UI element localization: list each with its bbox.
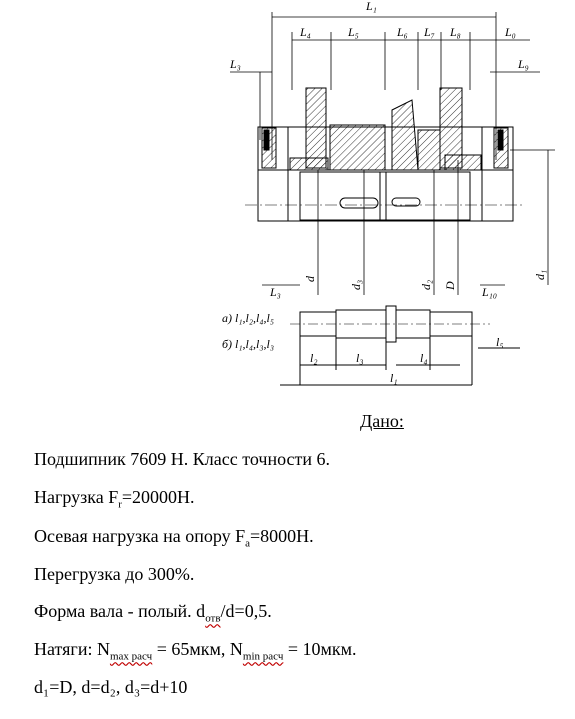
dim-L5: L₅: [347, 25, 359, 39]
shaft-form-line: Форма вала - полый. dотв/d=0,5.: [34, 601, 272, 625]
shaft-l5: l₅: [496, 335, 504, 349]
dia-d2: d₂: [419, 280, 433, 290]
overload-line: Перегрузка до 300%.: [34, 564, 195, 584]
dia-d1: d₁: [533, 270, 547, 280]
hatched-sections: [261, 87, 509, 171]
dia-d3: d₃: [349, 280, 363, 290]
dim-L7: L₇: [423, 25, 435, 39]
shaft-l4: l₄: [420, 351, 428, 365]
vertical-dims: [262, 149, 555, 295]
dim-L3-bottom: L₃: [269, 285, 281, 299]
axial-load-line: Осевая нагрузка на опору Fa=8000Н.: [34, 526, 314, 550]
dim-L8: L₈: [449, 25, 461, 39]
assembly-drawing: L₁ L₄ L₅ L₆ L₇ L₈ L₀ L₃ L₉ L₃ L₁₀ d d₃ d…: [222, 0, 555, 386]
shaft-variant-a: а) l₁,l₂,l₄,l₅: [222, 311, 274, 325]
radial-load-line: Нагрузка Fr=20000Н.: [34, 487, 195, 511]
dim-L0: L₀: [504, 25, 516, 39]
dim-L9: L₉: [517, 57, 529, 71]
shaft: [299, 171, 471, 221]
dim-L3-top: L₃: [229, 57, 241, 71]
dim-L1: L₁: [365, 0, 377, 13]
dim-top-lines: [230, 12, 540, 160]
interference-line: Натяги: Nmax расч = 65мкм, Nmin расч = 1…: [34, 639, 357, 663]
dim-L10: L₁₀: [481, 285, 497, 299]
dia-d: d: [303, 275, 317, 282]
dim-L6: L₆: [396, 25, 408, 39]
shaft-variant-b: б) l₁,l₄,l₃,l₃: [222, 337, 274, 351]
diameter-relations-line: d₁=D, d=d₂, d₃=d+10: [34, 677, 188, 697]
shaft-l1: l₁: [390, 371, 398, 385]
given-title: Дано:: [360, 411, 404, 431]
bearing-line: Подшипник 7609 Н. Класс точности 6.: [34, 449, 331, 469]
shaft-l2: l₂: [310, 351, 318, 365]
shaft-l3: l₃: [356, 351, 364, 365]
dim-L4: L₄: [299, 25, 311, 39]
dia-D: D: [443, 281, 457, 291]
shaft-detail: [280, 305, 520, 386]
